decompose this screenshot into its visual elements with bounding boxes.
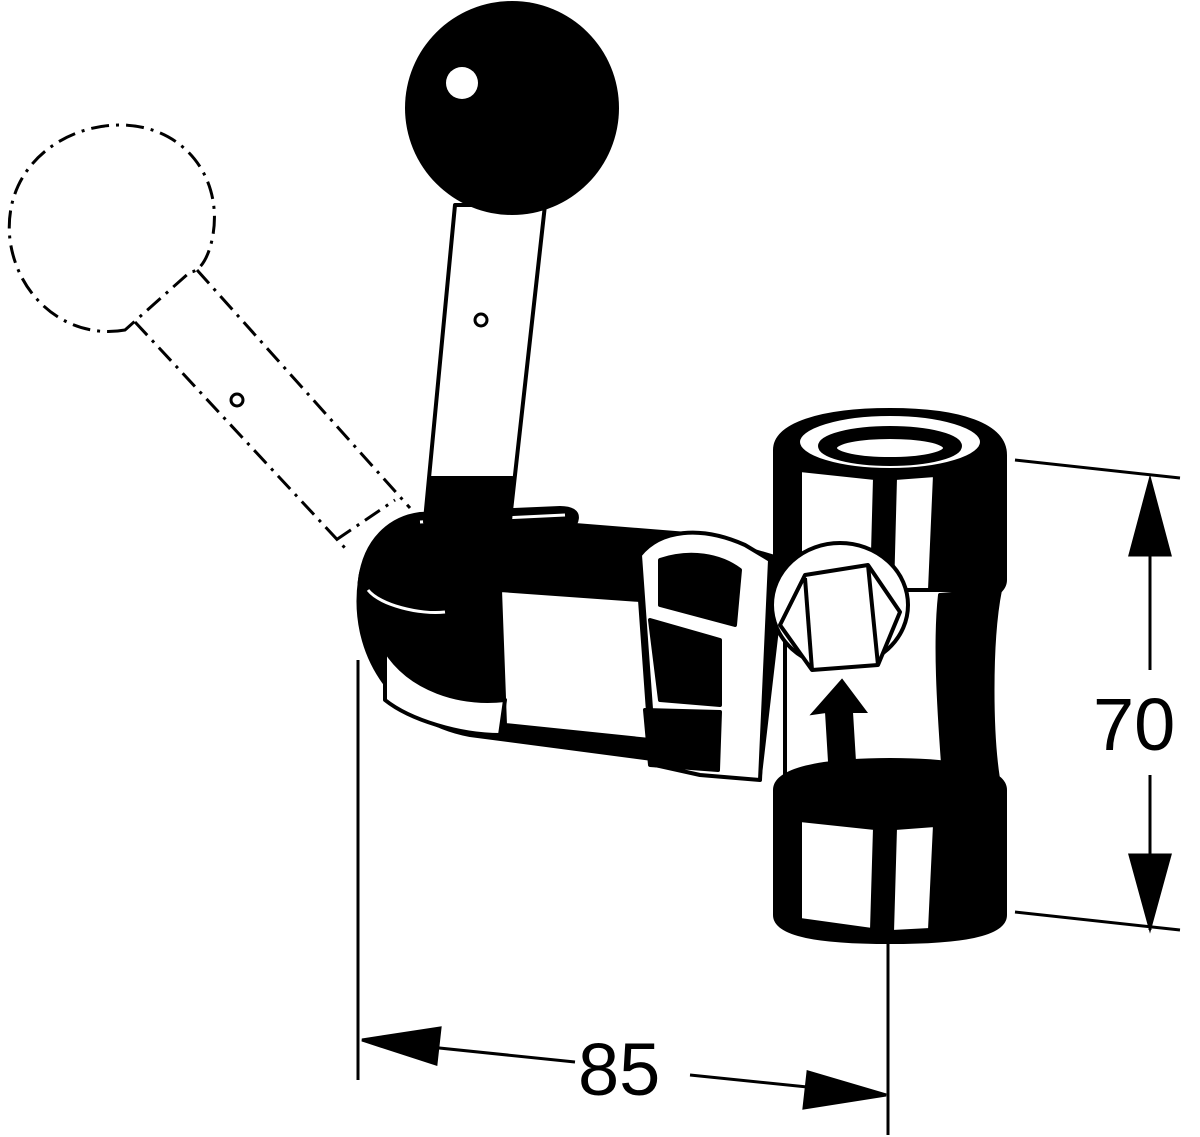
lever-marker <box>473 312 489 328</box>
lower-fitting <box>773 758 1007 944</box>
lever-alternate-position <box>7 123 412 550</box>
flow-arrow-icon <box>809 678 868 779</box>
width-dimension <box>356 660 890 1135</box>
hex-cap <box>770 541 910 672</box>
height-dimension-label: 70 <box>1093 683 1175 766</box>
phantom-knob <box>7 123 216 333</box>
height-dimension <box>1014 458 1181 934</box>
lever-arm <box>423 203 547 524</box>
lever-knob <box>405 1 619 215</box>
phantom-lever-marker <box>229 392 245 408</box>
width-dimension-label: 85 <box>578 1028 660 1111</box>
